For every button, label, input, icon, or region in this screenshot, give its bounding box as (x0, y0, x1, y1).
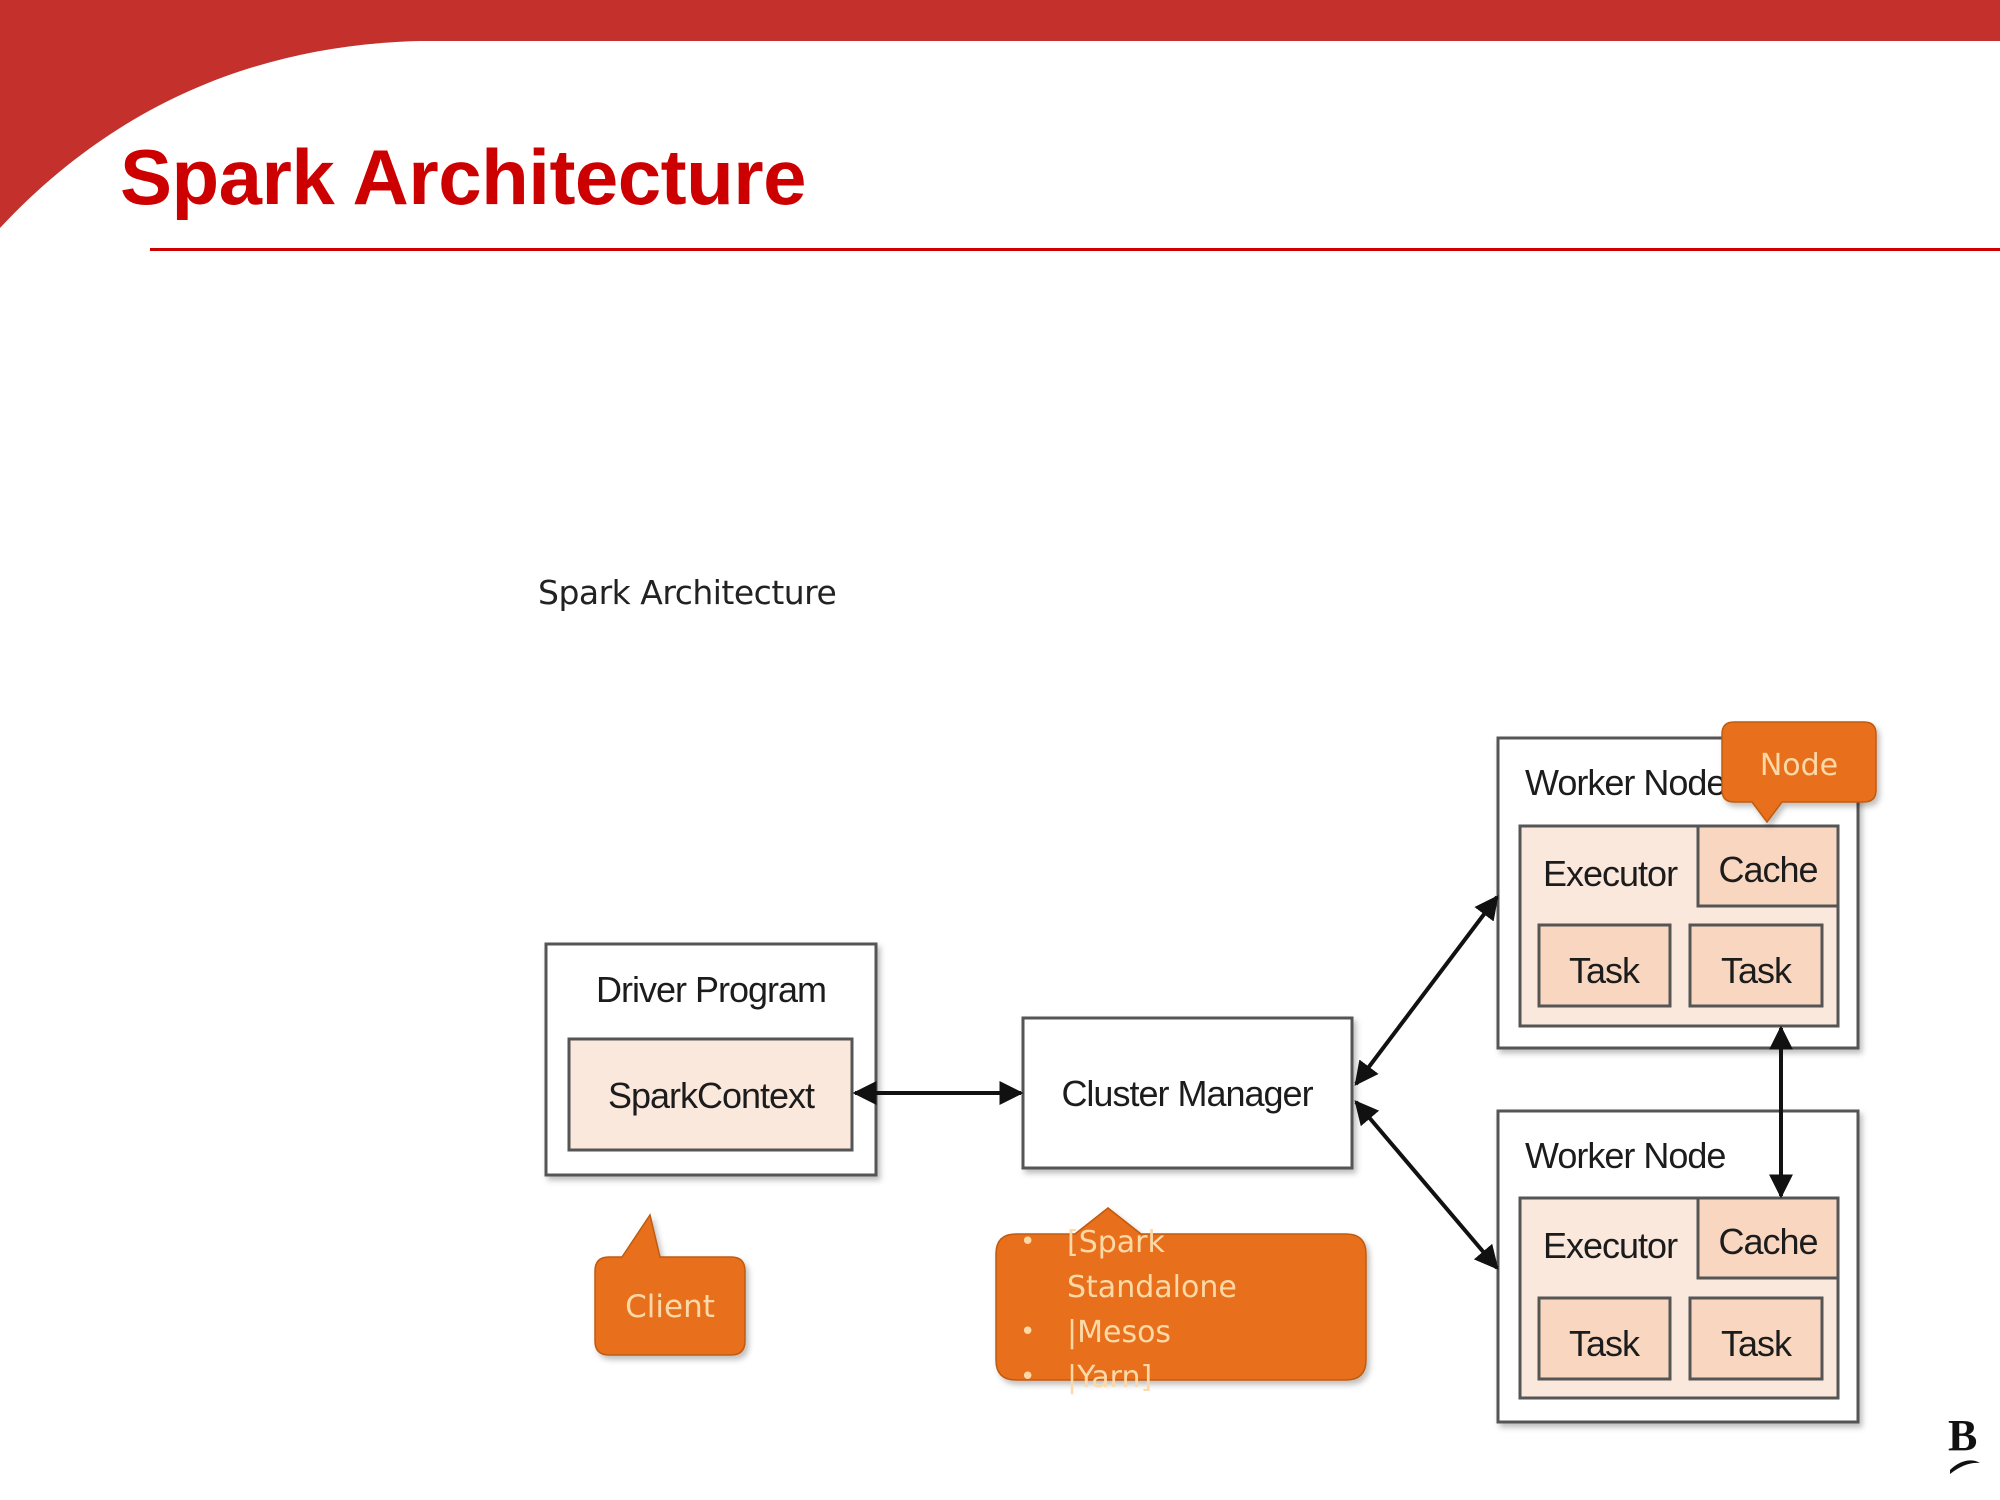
client-callout: Client (594, 1213, 746, 1356)
task-label: Task (1721, 1323, 1793, 1364)
cluster-types-callout: • [Spark Standalone • |Mesos • |Yarn] (995, 1207, 1367, 1395)
cache-box: Cache (1696, 824, 1840, 908)
cluster-type-item: |Mesos (1067, 1315, 1171, 1350)
worker-node-2: Worker Node Executor Cache Task Task (1496, 1109, 1860, 1424)
bullet-icon: • (1020, 1227, 1035, 1257)
cluster-type-item: [Spark (1067, 1225, 1166, 1260)
task-label: Task (1569, 1323, 1641, 1364)
executor-label: Executor (1543, 853, 1678, 894)
task-label: Task (1721, 950, 1793, 991)
task-box: Task (1537, 923, 1672, 1008)
worker-node-label: Worker Node (1525, 1135, 1725, 1176)
task-box: Task (1688, 923, 1824, 1008)
arrow-cluster-worker1 (1354, 895, 1499, 1086)
node-callout-label: Node (1760, 748, 1838, 783)
worker-node-1: Worker Node Executor Cache Task Task (1496, 736, 1860, 1050)
header-curve (0, 0, 2000, 228)
cluster-types-list: • [Spark Standalone • |Mesos • |Yarn] (1020, 1225, 1237, 1395)
task-box: Task (1688, 1296, 1824, 1381)
header-band (0, 0, 2000, 228)
cluster-type-item: |Yarn] (1067, 1360, 1152, 1395)
executor-label: Executor (1543, 1225, 1678, 1266)
bullet-icon: • (1020, 1317, 1035, 1347)
cache-label: Cache (1718, 849, 1817, 890)
spark-context-box: SparkContext (567, 1037, 854, 1152)
slide-title: Spark Architecture (120, 133, 807, 221)
cache-box: Cache (1696, 1196, 1840, 1280)
bullet-icon: • (1020, 1362, 1035, 1392)
spark-context-label: SparkContext (608, 1075, 815, 1116)
client-callout-label: Client (625, 1289, 715, 1325)
logo-swoosh-icon (1950, 1460, 1980, 1474)
title-divider (150, 248, 2000, 251)
logo-icon: B (1948, 1411, 1978, 1460)
cluster-type-item: Standalone (1067, 1270, 1237, 1305)
task-label: Task (1569, 950, 1641, 991)
diagram-caption: Spark Architecture (538, 573, 837, 612)
driver-program-box: Driver Program SparkContext (544, 942, 878, 1177)
cluster-manager-box: Cluster Manager (1021, 1016, 1354, 1170)
cache-label: Cache (1718, 1221, 1817, 1262)
cluster-manager-label: Cluster Manager (1061, 1073, 1313, 1114)
task-box: Task (1537, 1296, 1672, 1381)
arrow-cluster-worker2 (1354, 1100, 1499, 1270)
node-callout: Node (1721, 721, 1877, 824)
driver-program-label: Driver Program (596, 969, 826, 1010)
worker-node-label: Worker Node (1525, 762, 1725, 803)
